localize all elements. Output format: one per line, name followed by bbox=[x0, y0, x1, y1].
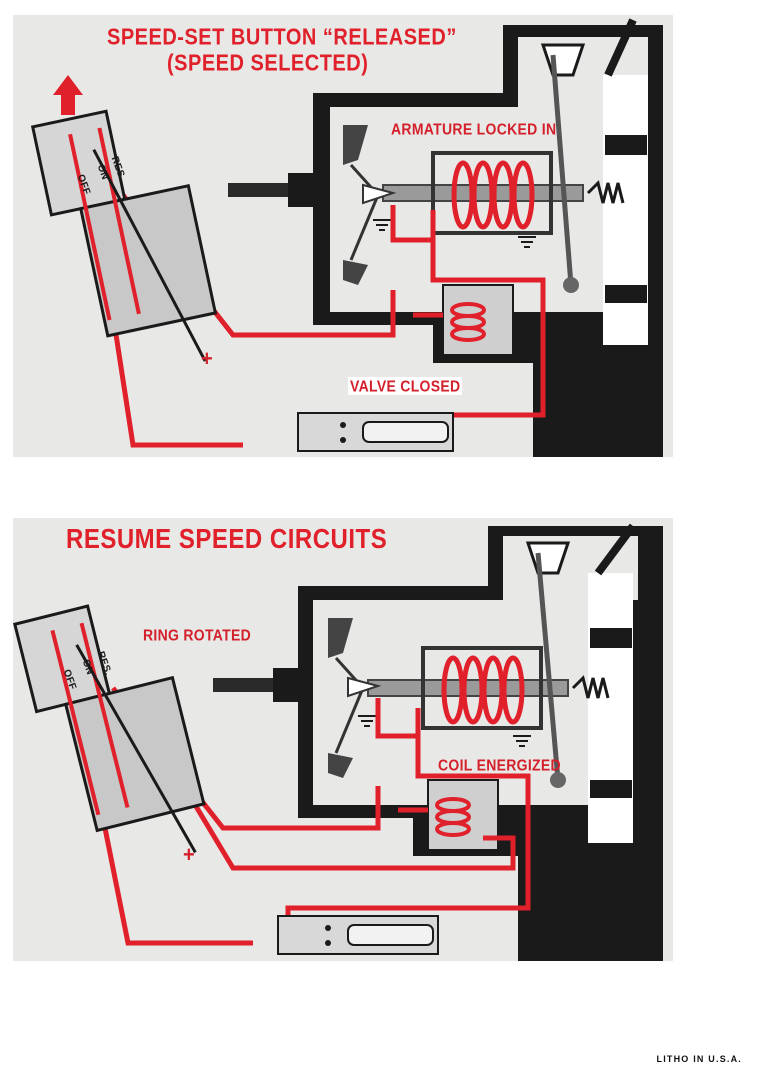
valve-label: VALVE CLOSED bbox=[348, 377, 463, 395]
schematic-speed-selected bbox=[30, 18, 663, 457]
coil-label: COIL ENERGIZED bbox=[438, 756, 561, 774]
speed-switch bbox=[30, 109, 218, 362]
panel1-title-line2: (SPEED SELECTED) bbox=[167, 51, 369, 77]
schematic-resume-speed bbox=[13, 523, 663, 961]
housing-right-window bbox=[603, 75, 648, 345]
ring-label: RING ROTATED bbox=[143, 626, 252, 644]
panel1-title-line1: SPEED-SET BUTTON “RELEASED” bbox=[107, 25, 457, 51]
up-arrow-icon bbox=[53, 75, 83, 115]
spring bbox=[571, 675, 610, 699]
spring bbox=[586, 180, 625, 204]
speed-switch bbox=[13, 604, 206, 854]
throttle-lever bbox=[550, 54, 574, 286]
armature-shaft bbox=[367, 679, 569, 697]
throttle-lever bbox=[535, 552, 561, 781]
diagram-panel-resume-speed: RESUME SPEED CIRCUITS RING ROTATED COIL … bbox=[13, 518, 673, 961]
plus-sign: + bbox=[201, 347, 213, 372]
footer-imprint: LITHO IN U.S.A. bbox=[656, 1054, 742, 1064]
armature-coil bbox=[451, 160, 535, 230]
housing-cavity bbox=[313, 600, 603, 805]
panel2-title: RESUME SPEED CIRCUITS bbox=[66, 524, 388, 556]
plus-sign: + bbox=[183, 843, 195, 868]
armature-label: ARMATURE LOCKED IN bbox=[391, 120, 557, 138]
diagram-panel-speed-selected: SPEED-SET BUTTON “RELEASED” (SPEED SELEC… bbox=[13, 15, 673, 457]
armature-coil bbox=[441, 655, 525, 725]
